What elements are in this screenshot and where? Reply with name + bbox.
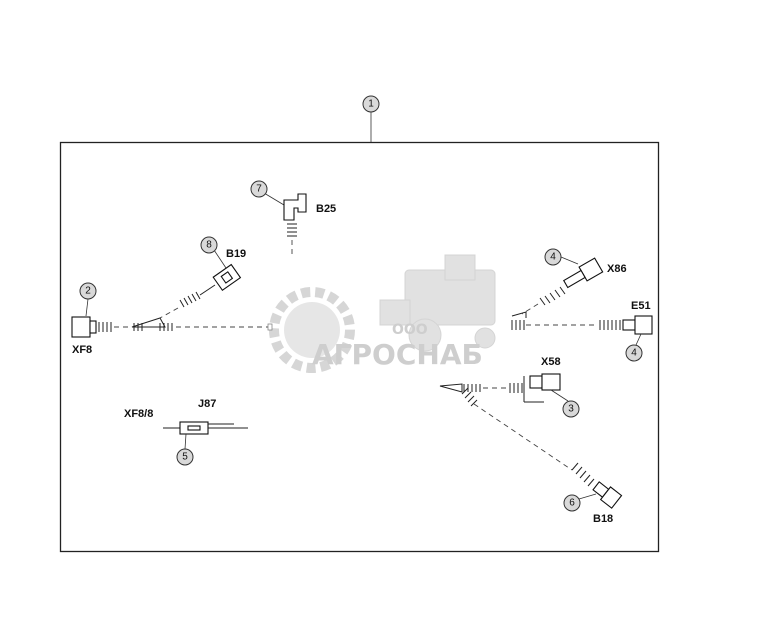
connector-b25: 7 B25 — [250, 180, 336, 256]
label-b18: B18 — [593, 513, 613, 525]
label-e51: E51 — [631, 300, 651, 312]
gear-icon — [269, 287, 355, 373]
callout-1-number: 1 — [368, 99, 374, 110]
label-b25: B25 — [316, 203, 336, 215]
label-xf8: XF8 — [72, 344, 92, 356]
callout-4b-number: 4 — [631, 348, 637, 359]
label-b19: B19 — [226, 248, 246, 260]
callout-8-number: 8 — [206, 240, 212, 251]
callout-5-number: 5 — [182, 452, 188, 463]
label-x58: X58 — [541, 356, 561, 368]
callout-4a-number: 4 — [550, 252, 556, 263]
label-xf8-8: XF8/8 — [124, 408, 153, 420]
watermark-name: АГРОСНАБ — [312, 338, 483, 371]
diagram-frame — [59, 141, 660, 553]
callout-7-number: 7 — [256, 184, 262, 195]
connector-b19: 8 B19 — [159, 236, 246, 319]
splice-j87: 5 J87 XF8/8 — [124, 398, 248, 466]
connector-e51: 4 E51 — [511, 300, 653, 362]
callout-2-number: 2 — [85, 286, 91, 297]
combine-harvester-icon — [379, 254, 496, 352]
callout-3-number: 3 — [568, 404, 574, 415]
label-x86: X86 — [607, 263, 627, 275]
connector-b18: 6 B18 — [461, 387, 623, 525]
connector-xf8: 2 XF8 — [71, 282, 132, 356]
label-j87: J87 — [198, 398, 216, 410]
left-junction — [131, 317, 273, 331]
connector-x86: 4 X86 — [521, 248, 627, 315]
connector-x58: 3 X58 — [439, 356, 580, 418]
callout-6-number: 6 — [569, 498, 575, 509]
callout-1: 1 — [362, 95, 380, 142]
watermark-logo: ООО АГРОСНАБ — [269, 254, 496, 373]
watermark-prefix: ООО — [392, 322, 428, 338]
